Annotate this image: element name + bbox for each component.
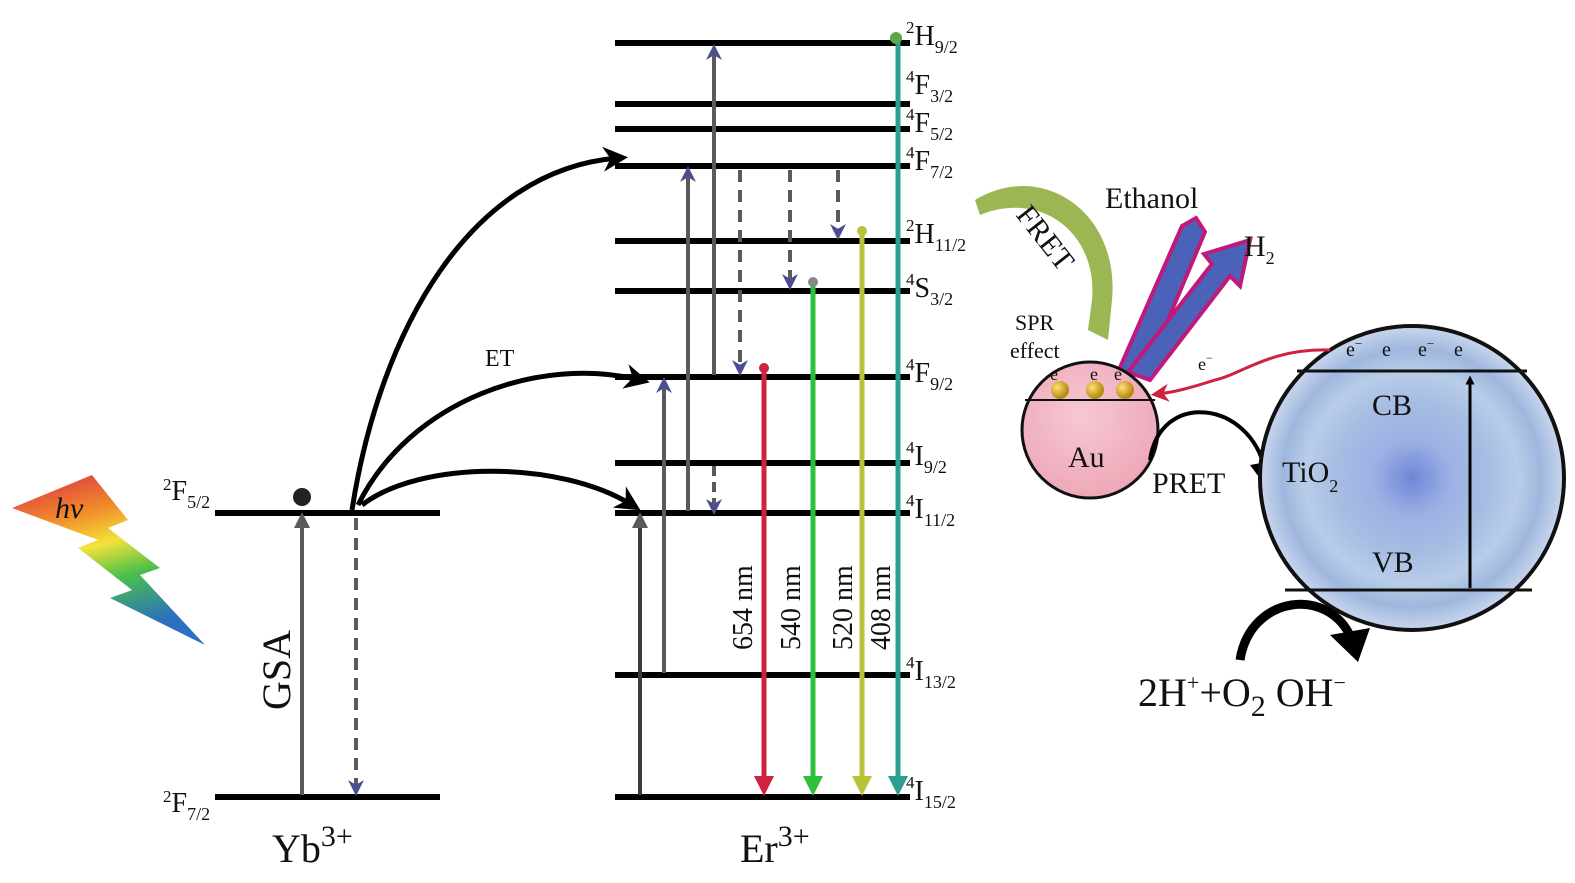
pret-label: PRET [1152,467,1225,500]
emission-520-label: 520 nm [828,565,859,650]
yb-label-2F5: 2F5/2 [163,475,210,512]
tio2-label: TiO2 [1282,456,1338,496]
ethanol-label: Ethanol [1105,182,1198,215]
oxygen-reduction-arrowhead [1330,628,1370,662]
yb-label-2F7: 2F7/2 [163,787,210,824]
er-label-4S3: 4S3/2 [906,270,953,309]
hv-label: hν [55,492,84,525]
et-label: ET [485,346,515,372]
emission-408-label: 408 nm [866,565,897,650]
au-electron-3: e [1114,364,1122,384]
gsa-label: GSA [254,630,299,710]
cb-electron-1: e− [1346,336,1362,361]
cb-electron-3: e− [1418,336,1434,361]
au-electron-1: e [1050,364,1058,384]
yb-electron-dot [293,488,311,506]
emission-654-label: 654 nm [728,565,759,650]
et-arrow-to-4F9 [355,364,650,507]
emission-654-start-dot [759,363,769,373]
er-label-4F9: 4F9/2 [906,355,953,394]
emission-540-label: 540 nm [776,565,807,650]
h2-arrow [1124,237,1253,383]
er-label-2H11: 2H11/2 [906,216,966,255]
spr-label: SPR [1015,310,1054,335]
oxygen-reduction-arrow [1235,599,1357,661]
cb-electron-4: e [1454,339,1463,361]
yb-ion-label: Yb3+ [272,820,353,871]
transfer-electron-label: e− [1198,351,1213,374]
er-label-4F7: 4F7/2 [906,143,953,182]
emission-520-start-dot [857,226,867,236]
cb-label: CB [1372,389,1412,422]
fret-arrow [975,186,1113,340]
er-ion-label: Er3+ [740,820,810,871]
er-level-labels: 2H9/2 4F3/2 4F5/2 4F7/2 2H11/2 4S3/2 4F9… [906,18,966,812]
er-label-2H9: 2H9/2 [906,18,958,57]
er-label-4I15: 4I15/2 [906,773,956,812]
hv-lightning-icon [12,475,205,645]
er-label-4F5: 4F5/2 [906,105,953,144]
er-label-4I13: 4I13/2 [906,653,956,692]
tio2-particle [1258,324,1566,632]
emission-408-start-dot [890,32,902,44]
h2-label: H2 [1244,230,1275,268]
oxygen-reaction-equation: 2H++O2 OH− [1138,670,1346,723]
et-arrow-to-4I11 [360,468,641,511]
et-arrow-to-4F7 [349,146,628,511]
er-label-4F3: 4F3/2 [906,67,953,106]
au-electron-ball-3 [1116,381,1134,399]
er-label-4I9: 4I9/2 [906,438,947,477]
vb-label: VB [1372,546,1414,579]
spr-effect-label: effect [1010,338,1060,363]
au-electron-ball-2 [1086,381,1104,399]
au-label: Au [1068,441,1105,474]
emission-540-start-dot [808,277,818,287]
pret-arrow [1148,410,1267,471]
electron-transfer-arrow [1150,348,1331,402]
au-electron-2: e [1090,364,1098,384]
cb-electron-2: e [1382,339,1391,361]
au-electron-ball-1 [1051,381,1069,399]
er-label-4I11: 4I11/2 [906,491,955,530]
